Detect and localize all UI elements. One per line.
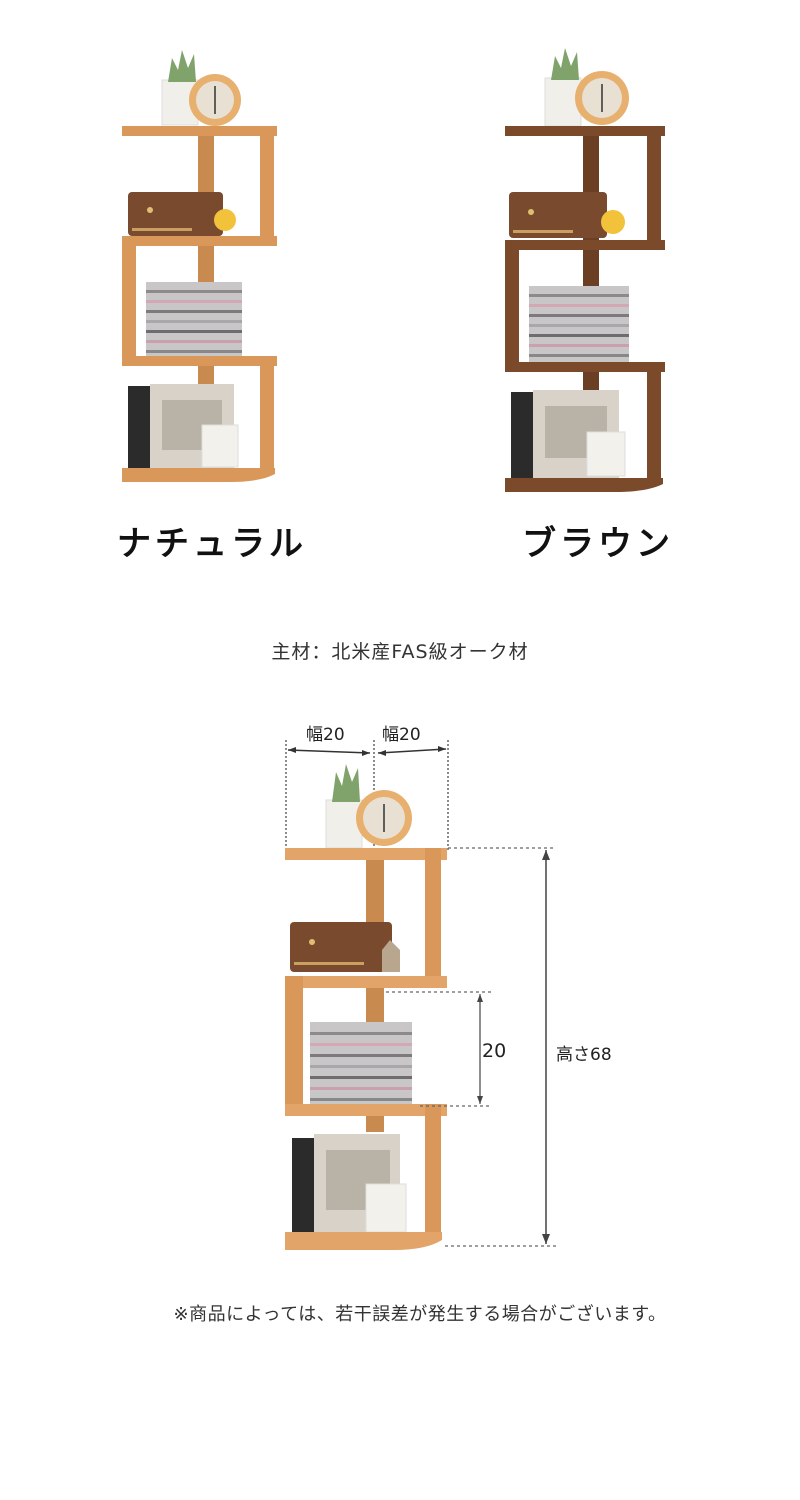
product-image-brown [495,40,675,495]
height-label: 高さ68 [556,1045,612,1065]
variant-label-brown: ブラウン [522,524,674,564]
material-text: 主材：北米産FAS級オーク材 [271,641,529,663]
width-right-label: 幅20 [382,725,421,745]
disclaimer-note: ※商品によっては、若干誤差が発生する場合がございます。 [173,1304,667,1325]
width-left-label: 幅20 [306,725,345,745]
dimension-diagram [270,710,650,1270]
product-image-natural [110,40,290,490]
shelf-gap-label: 20 [482,1040,507,1062]
variant-label-natural: ナチュラル [117,524,307,564]
